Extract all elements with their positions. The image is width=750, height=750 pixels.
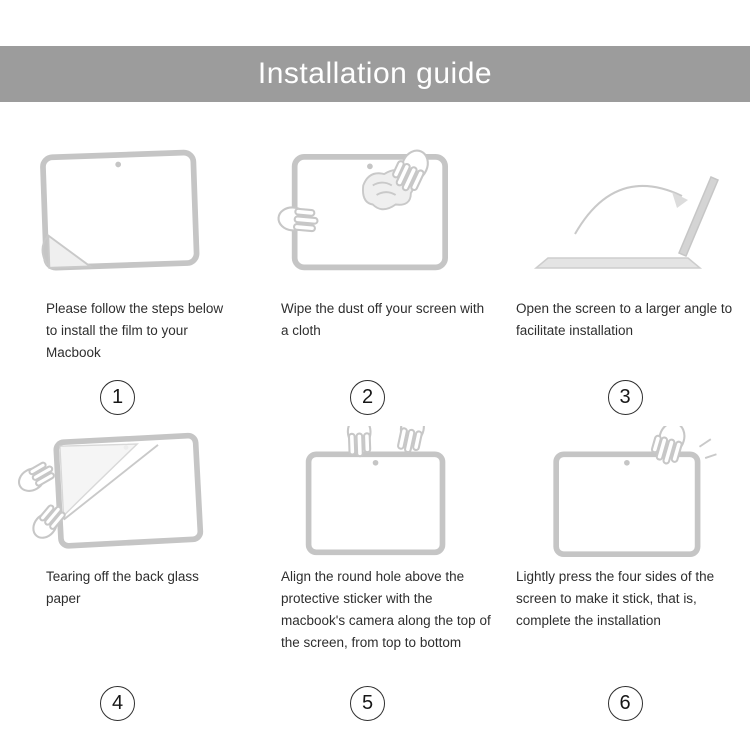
step-number-badge: 1 [100, 380, 135, 415]
align-camera-hole-illustration [235, 426, 500, 558]
step-number-wrap: 3 [500, 374, 750, 426]
press-four-sides-illustration [500, 426, 750, 558]
step-number-badge: 6 [607, 686, 643, 721]
step-number-badge: 2 [350, 380, 385, 415]
page-title: Installation guide [257, 57, 493, 90]
step-6: Lightly press the four sides of the scre… [500, 426, 750, 732]
step-number-badge: 3 [607, 380, 643, 415]
macbook-film-peel-illustration [0, 140, 235, 288]
step-caption: Wipe the dust off your screen with a clo… [281, 301, 485, 338]
step-3: Open the screen to a larger angle to fac… [500, 140, 750, 426]
step-number-badge: 4 [100, 686, 135, 721]
step-2: Wipe the dust off your screen with a clo… [235, 140, 500, 426]
header-banner: Installation guide [0, 46, 750, 102]
step-1: Please follow the steps below to install… [0, 140, 235, 426]
wipe-screen-cloth-illustration [235, 140, 500, 288]
step-caption: Open the screen to a larger angle to fac… [516, 301, 733, 338]
step-number-wrap: 2 [235, 374, 500, 426]
step-4: Tearing off the back glass paper 4 [0, 426, 235, 732]
step-number-wrap: 1 [0, 374, 235, 426]
step-caption: Align the round hole above the protectiv… [281, 569, 491, 650]
step-number-wrap: 4 [0, 680, 235, 732]
step-number-wrap: 6 [500, 680, 750, 732]
steps-grid: Please follow the steps below to install… [0, 140, 750, 732]
step-5: Align the round hole above the protectiv… [235, 426, 500, 732]
step-caption: Lightly press the four sides of the scre… [516, 569, 715, 628]
step-number-wrap: 5 [235, 680, 500, 732]
step-caption: Tearing off the back glass paper [46, 569, 199, 606]
step-number-badge: 5 [350, 686, 385, 721]
tear-back-paper-illustration [0, 426, 235, 558]
step-caption: Please follow the steps below to install… [46, 301, 224, 360]
open-laptop-angle-illustration [500, 140, 750, 288]
